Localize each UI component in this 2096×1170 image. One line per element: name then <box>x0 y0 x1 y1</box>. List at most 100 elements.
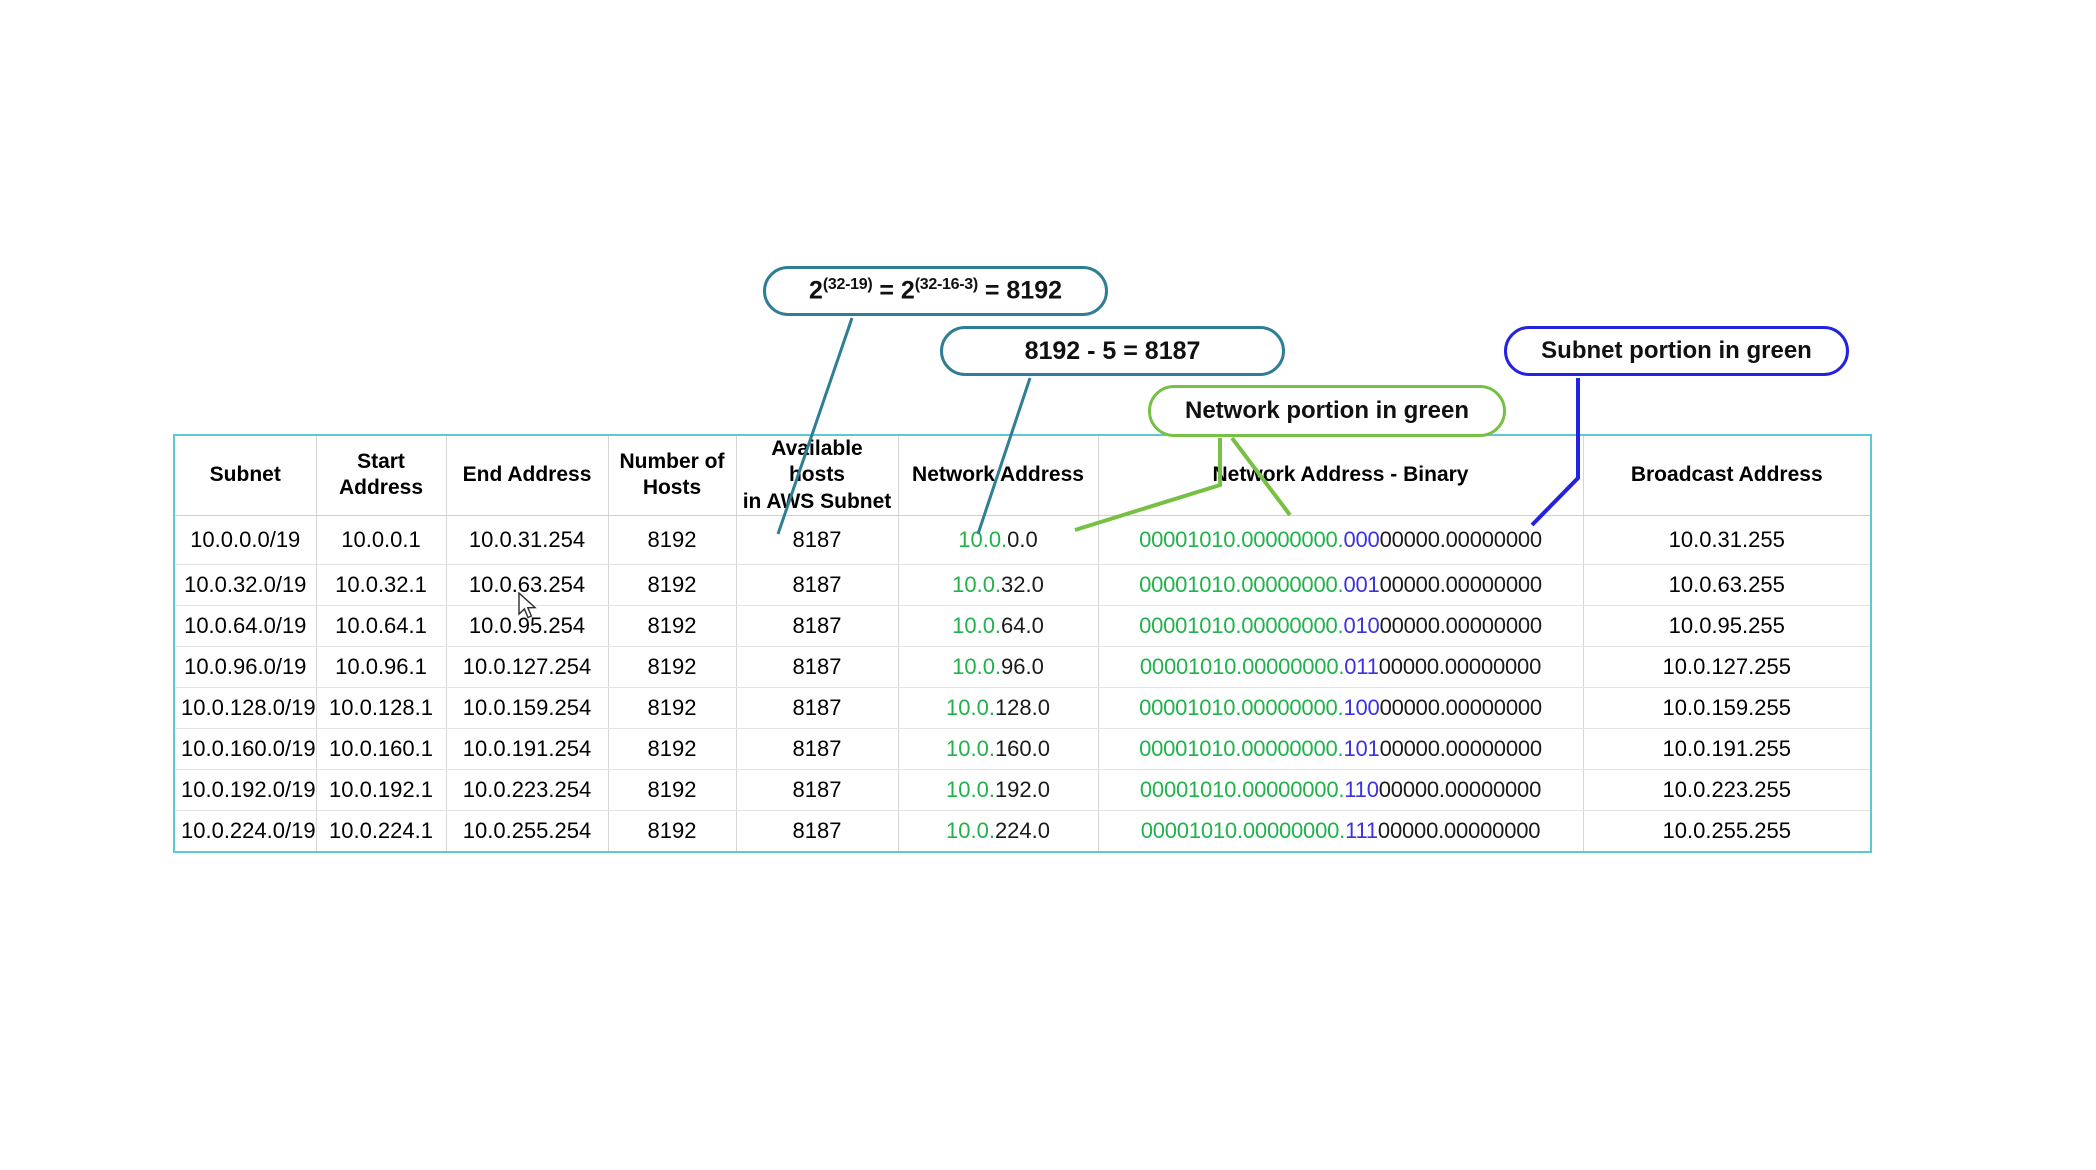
binary-subnet-bits: 101 <box>1343 735 1380 761</box>
network-portion-text: 10.0. <box>952 653 1002 679</box>
cell-broadcast-address: 10.0.127.255 <box>1582 645 1872 688</box>
binary-network-bits: 00001010.00000000. <box>1139 694 1344 720</box>
cell-broadcast-address: 10.0.255.255 <box>1582 809 1872 853</box>
binary-network-bits: 00001010.00000000. <box>1139 653 1345 679</box>
binary-host-bits: 00000.00000000 <box>1378 776 1542 802</box>
callout-subnet-portion: Subnet portion in green <box>1504 326 1849 376</box>
host-portion-text: 192.0 <box>994 776 1050 802</box>
binary-subnet-bits: 110 <box>1344 776 1379 802</box>
cell-subnet: 10.0.224.0/19 <box>173 809 317 853</box>
cell-broadcast-address: 10.0.191.255 <box>1582 727 1872 770</box>
cell-network-address-binary: 00001010.00000000.00100000.00000000 <box>1097 563 1584 606</box>
cell-network-address: 10.0.96.0 <box>897 645 1099 688</box>
cell-broadcast-address: 10.0.63.255 <box>1582 563 1872 606</box>
binary-subnet-bits: 011 <box>1344 653 1379 679</box>
column-header-network-address: Network Address <box>897 434 1099 516</box>
cell-end-address: 10.0.159.254 <box>445 686 609 729</box>
callout-available-hosts: 8192 - 5 = 8187 <box>940 326 1285 376</box>
cell-number-of-hosts: 8192 <box>607 809 737 853</box>
cell-network-address: 10.0.0.0 <box>897 514 1099 565</box>
cell-network-address-binary: 00001010.00000000.01100000.00000000 <box>1097 645 1584 688</box>
cell-available-hosts: 8187 <box>735 514 899 565</box>
binary-subnet-bits: 111 <box>1345 817 1378 843</box>
binary-host-bits: 00000.00000000 <box>1379 735 1543 761</box>
binary-network-bits: 00001010.00000000. <box>1139 735 1344 761</box>
cell-number-of-hosts: 8192 <box>607 727 737 770</box>
binary-subnet-bits: 001 <box>1343 571 1380 597</box>
binary-network-bits: 00001010.00000000. <box>1140 817 1346 843</box>
header-line: End Address <box>462 463 592 487</box>
cell-number-of-hosts: 8192 <box>607 768 737 811</box>
host-portion-text: 128.0 <box>994 694 1050 720</box>
cell-network-address-binary: 00001010.00000000.01000000.00000000 <box>1097 604 1584 647</box>
host-portion-text: 96.0 <box>1001 653 1044 679</box>
cell-available-hosts: 8187 <box>735 809 899 853</box>
binary-network-bits: 00001010.00000000. <box>1139 776 1345 802</box>
header-line: Network Address <box>912 463 1084 487</box>
cell-start-address: 10.0.224.1 <box>315 809 447 853</box>
host-portion-text: 32.0 <box>1001 571 1044 597</box>
cell-end-address: 10.0.31.254 <box>445 514 609 565</box>
cell-available-hosts: 8187 <box>735 604 899 647</box>
cell-available-hosts: 8187 <box>735 563 899 606</box>
binary-network-bits: 00001010.00000000. <box>1139 526 1344 552</box>
cell-available-hosts: 8187 <box>735 686 899 729</box>
cell-number-of-hosts: 8192 <box>607 686 737 729</box>
cell-subnet: 10.0.160.0/19 <box>173 727 317 770</box>
column-header-subnet: Subnet <box>173 434 317 516</box>
cell-start-address: 10.0.96.1 <box>315 645 447 688</box>
column-header-start-address: Start Address <box>315 434 447 516</box>
cell-network-address: 10.0.128.0 <box>897 686 1099 729</box>
binary-subnet-bits: 100 <box>1343 694 1380 720</box>
cell-network-address: 10.0.192.0 <box>897 768 1099 811</box>
cell-network-address-binary: 00001010.00000000.11100000.00000000 <box>1097 809 1584 853</box>
callout-available-hosts-text: 8192 - 5 = 8187 <box>1024 336 1201 365</box>
header-line: Number of <box>619 450 725 474</box>
binary-host-bits: 00000.00000000 <box>1379 694 1543 720</box>
cell-subnet: 10.0.32.0/19 <box>173 563 317 606</box>
host-portion-text: 160.0 <box>994 735 1050 761</box>
cell-end-address: 10.0.255.254 <box>445 809 609 853</box>
cell-number-of-hosts: 8192 <box>607 604 737 647</box>
binary-host-bits: 00000.00000000 <box>1377 817 1541 843</box>
cell-broadcast-address: 10.0.95.255 <box>1582 604 1872 647</box>
binary-subnet-bits: 000 <box>1343 526 1380 552</box>
cell-network-address: 10.0.160.0 <box>897 727 1099 770</box>
cell-subnet: 10.0.192.0/19 <box>173 768 317 811</box>
header-line: Available hosts <box>771 437 863 487</box>
callout-hosts-formula-text: 2(32-19) = 2(32-16-3) = 8192 <box>808 276 1062 305</box>
header-line: Subnet <box>209 463 281 487</box>
host-portion-text: 64.0 <box>1001 612 1044 638</box>
header-line: Broadcast Address <box>1630 463 1823 487</box>
network-portion-text: 10.0. <box>958 526 1008 552</box>
cell-number-of-hosts: 8192 <box>607 645 737 688</box>
subnet-table-container: Subnet Start Address End Address Number … <box>173 434 1872 853</box>
binary-network-bits: 00001010.00000000. <box>1139 612 1344 638</box>
cell-end-address: 10.0.127.254 <box>445 645 609 688</box>
header-line: Hosts <box>642 476 702 500</box>
cell-end-address: 10.0.95.254 <box>445 604 609 647</box>
cell-network-address: 10.0.224.0 <box>897 809 1099 853</box>
header-line: Start Address <box>338 450 424 500</box>
cell-broadcast-address: 10.0.159.255 <box>1582 686 1872 729</box>
cell-broadcast-address: 10.0.223.255 <box>1582 768 1872 811</box>
cell-available-hosts: 8187 <box>735 727 899 770</box>
column-header-network-address-binary: Network Address - Binary <box>1097 434 1584 516</box>
cell-subnet: 10.0.0.0/19 <box>173 514 317 565</box>
binary-network-bits: 00001010.00000000. <box>1139 571 1344 597</box>
cell-start-address: 10.0.0.1 <box>315 514 447 565</box>
network-portion-text: 10.0. <box>946 735 995 761</box>
cell-network-address: 10.0.64.0 <box>897 604 1099 647</box>
table-header-row: Subnet Start Address End Address Number … <box>173 434 1872 516</box>
header-line: Network Address - Binary <box>1212 463 1469 487</box>
network-portion-text: 10.0. <box>952 571 1002 597</box>
